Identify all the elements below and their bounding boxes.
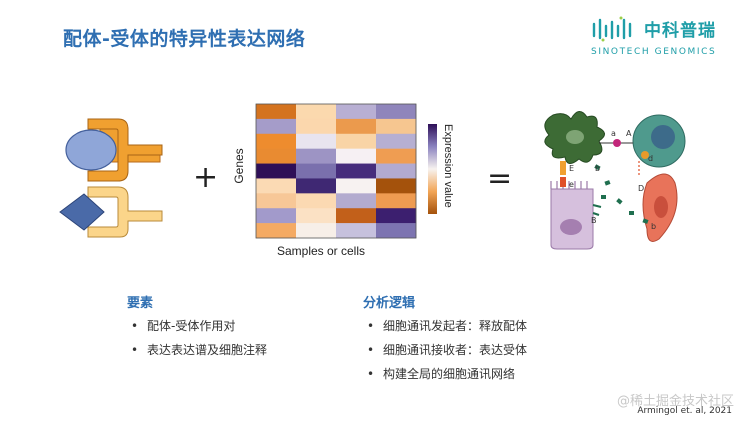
colorbar (428, 124, 437, 214)
ligand-oval-icon (65, 129, 117, 171)
elements-heading: 要素 (127, 296, 154, 311)
sender-nucleus (566, 130, 584, 144)
heatmap-cells (255, 103, 417, 239)
heatmap-cell (376, 118, 417, 135)
logic-list: 细胞通讯发起者：释放配体 细胞通讯接收者：表达受体 构建全局的细胞通讯网络 (363, 314, 527, 386)
heatmap-cell (376, 178, 417, 194)
label-A: A (626, 129, 632, 138)
heatmap-cell (336, 163, 377, 179)
heatmap-cell (256, 178, 297, 194)
heatmap-cell (296, 148, 337, 164)
elements-list: 配体-受体作用对 表达表达谱及细胞注释 (127, 314, 267, 362)
heatmap-cell (376, 223, 417, 239)
heatmap-cell (376, 104, 417, 120)
label-e: e (569, 180, 574, 189)
heatmap-cell (376, 193, 417, 209)
heatmap-cell (376, 208, 417, 224)
expression-heatmap: Genes Samples or cells Expression value (232, 103, 454, 258)
equals-sign: = (487, 161, 513, 196)
ligand-receptor-pairs-icon (59, 118, 163, 238)
colorbar-label: Expression value (442, 124, 454, 208)
heatmap-cell (336, 193, 377, 209)
heatmap-cell (296, 223, 337, 239)
cell-communication-illustration: a A E e d D b B b (544, 111, 686, 250)
heatmap-cell (296, 208, 337, 224)
heatmap-cell (256, 148, 297, 164)
heatmap-cell (256, 208, 297, 224)
heatmap-cell (336, 208, 377, 224)
label-d: d (648, 154, 653, 163)
heatmap-cell (336, 178, 377, 194)
logo-english-name: SINOTECH GENOMICS (591, 47, 717, 57)
heatmap-frame (255, 103, 417, 239)
heatmap-cell (256, 193, 297, 209)
heatmap-cell (336, 118, 377, 135)
heatmap-ylabel: Genes (232, 148, 246, 183)
heatmap-cell (336, 148, 377, 164)
heatmap-cell (296, 163, 337, 179)
heatmap-cell (376, 133, 417, 149)
heatmap-cell (296, 133, 337, 149)
heatmap-cell (336, 104, 377, 120)
heatmap-cell (296, 193, 337, 209)
logo-chinese-name: 中科普瑞 (644, 21, 716, 41)
heatmap-cell (256, 163, 297, 179)
heatmap-cell (256, 118, 297, 135)
slide-title: 配体-受体的特异性表达网络 (63, 28, 306, 50)
receiver-nucleus (651, 125, 675, 149)
heatmap-cell (256, 104, 297, 120)
ligand-diamond-icon (59, 193, 105, 231)
heatmap-cell (296, 118, 337, 135)
heatmap-cell (296, 178, 337, 194)
label-a: a (611, 129, 616, 138)
logic-item: 构建全局的细胞通讯网络 (363, 362, 527, 386)
label-b2: b (651, 222, 656, 231)
receptor-yellow-shape (87, 186, 163, 238)
citation-text: Armingol et. al, 2021 (637, 406, 732, 416)
heatmap-cell (376, 148, 417, 164)
heatmap-xlabel: Samples or cells (277, 244, 365, 258)
heatmap-cell (336, 223, 377, 239)
heatmap-cell (376, 163, 417, 179)
receptor-orange-shape (87, 118, 163, 182)
label-D: D (638, 184, 644, 193)
logic-heading: 分析逻辑 (363, 296, 416, 311)
elements-item: 表达表达谱及细胞注释 (127, 338, 267, 362)
logic-item: 细胞通讯发起者：释放配体 (363, 314, 527, 338)
heatmap-cell (256, 223, 297, 239)
logic-item: 细胞通讯接收者：表达受体 (363, 338, 527, 362)
company-logo-mark (592, 16, 632, 42)
label-b1: b (595, 164, 600, 173)
label-B: B (591, 216, 597, 225)
epithelial-cell-icon (550, 188, 594, 250)
label-E: E (569, 164, 574, 173)
heatmap-cell (296, 104, 337, 120)
heatmap-cell (336, 133, 377, 149)
watermark-text: @稀土掘金技术社区 (616, 394, 734, 409)
elements-item: 配体-受体作用对 (127, 314, 267, 338)
heatmap-cell (256, 133, 297, 149)
plus-sign: + (193, 160, 219, 195)
